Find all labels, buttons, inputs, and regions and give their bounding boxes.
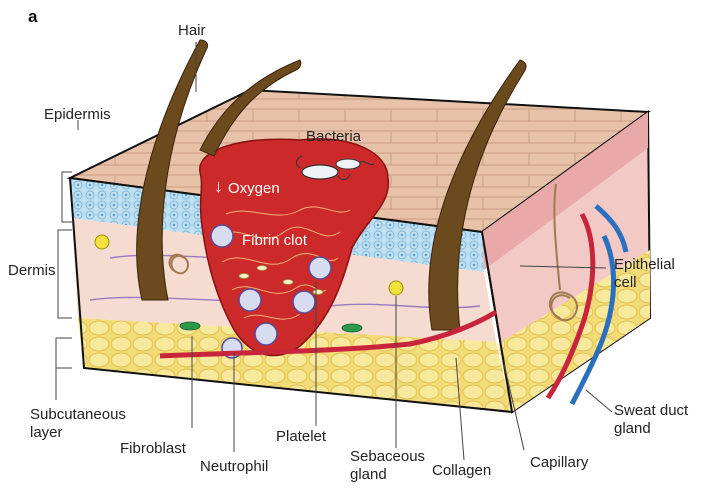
label-collagen: Collagen: [432, 462, 491, 479]
label-fibroblast: Fibroblast: [120, 440, 186, 457]
label-bacteria: Bacteria: [306, 128, 361, 145]
label-sweat-duct-gland-line2: gland: [614, 420, 651, 437]
label-sweat-duct-gland-line1: Sweat duct: [614, 402, 688, 419]
label-oxygen: Oxygen: [228, 180, 280, 197]
label-neutrophil: Neutrophil: [200, 458, 268, 475]
label-epithelial-cell-line1: Epithelial: [614, 256, 675, 273]
label-platelet: Platelet: [276, 428, 326, 445]
label-capillary: Capillary: [530, 454, 588, 471]
label-subcutaneous-line1: Subcutaneous: [30, 406, 126, 423]
label-sebaceous-gland-line2: gland: [350, 466, 387, 483]
label-epithelial-cell-line2: cell: [614, 274, 637, 291]
panel-letter: a: [28, 8, 37, 25]
label-sebaceous-gland-line1: Sebaceous: [350, 448, 425, 465]
label-subcutaneous-line2: layer: [30, 424, 63, 441]
label-oxygen-arrow: ↓: [214, 178, 223, 195]
label-dermis: Dermis: [8, 262, 56, 279]
label-fibrin-clot: Fibrin clot: [242, 232, 307, 249]
label-epidermis: Epidermis: [44, 106, 111, 123]
label-hair: Hair: [178, 22, 206, 39]
